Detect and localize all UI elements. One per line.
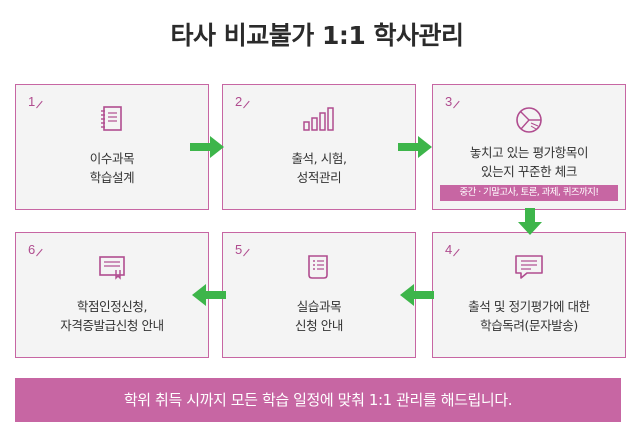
document-list-icon <box>308 255 328 279</box>
message-icon <box>515 255 543 279</box>
pie-chart-icon <box>516 107 542 133</box>
step-card-6: 6 학점인정신청, 자격증발급신청 안내 <box>15 232 209 358</box>
step-card-5: 5 실습과목 신청 안내 <box>222 232 416 358</box>
step-number-slash <box>453 100 460 109</box>
certificate-icon <box>99 256 125 280</box>
arrow-right-icon <box>190 136 224 158</box>
step-card-2: 2 출석, 시험, 성적관리 <box>222 84 416 210</box>
arrow-left-icon <box>192 284 226 306</box>
step-number: 6 <box>28 242 36 257</box>
step-number-slash <box>243 248 250 257</box>
step-card-1: 1 이수과목 학습설계 <box>15 84 209 210</box>
step-number-slash <box>36 100 43 109</box>
notebook-icon <box>101 106 122 131</box>
step-number-slash <box>36 248 43 257</box>
summary-banner: 학위 취득 시까지 모든 학습 일정에 맞춰 1:1 관리를 해드립니다. <box>15 378 621 422</box>
step-number: 2 <box>235 94 243 109</box>
page-title: 타사 비교불가 1:1 학사관리 <box>170 21 464 50</box>
bar-chart-icon <box>303 107 334 131</box>
arrow-left-icon <box>400 284 434 306</box>
arrow-down-icon <box>518 208 542 235</box>
step-number: 5 <box>235 242 243 257</box>
step-number: 4 <box>445 242 453 257</box>
assessment-tag: 중간 · 기말고사, 토론, 과제, 퀴즈까지! <box>440 185 618 201</box>
step-number-slash <box>453 248 460 257</box>
step-label: 출석, 시험, 성적관리 <box>291 151 347 185</box>
step-label: 학점인정신청, 자격증발급신청 안내 <box>60 299 164 333</box>
step-label: 출석 및 정기평가에 대한 학습독려(문자발송) <box>468 299 590 333</box>
step-label: 이수과목 학습설계 <box>89 151 135 185</box>
step-card-3: 3 놓치고 있는 평가항목이 있는지 꾸준한 체크 중간 · 기말고사, 토론,… <box>432 84 626 210</box>
step-number: 1 <box>28 94 36 109</box>
arrow-right-icon <box>398 136 432 158</box>
step-number-slash <box>243 100 250 109</box>
step-card-4: 4 출석 및 정기평가에 대한 학습독려(문자발송) <box>432 232 626 358</box>
step-label: 놓치고 있는 평가항목이 있는지 꾸준한 체크 <box>469 145 589 179</box>
step-label: 실습과목 신청 안내 <box>295 299 343 333</box>
step-number: 3 <box>445 94 453 109</box>
